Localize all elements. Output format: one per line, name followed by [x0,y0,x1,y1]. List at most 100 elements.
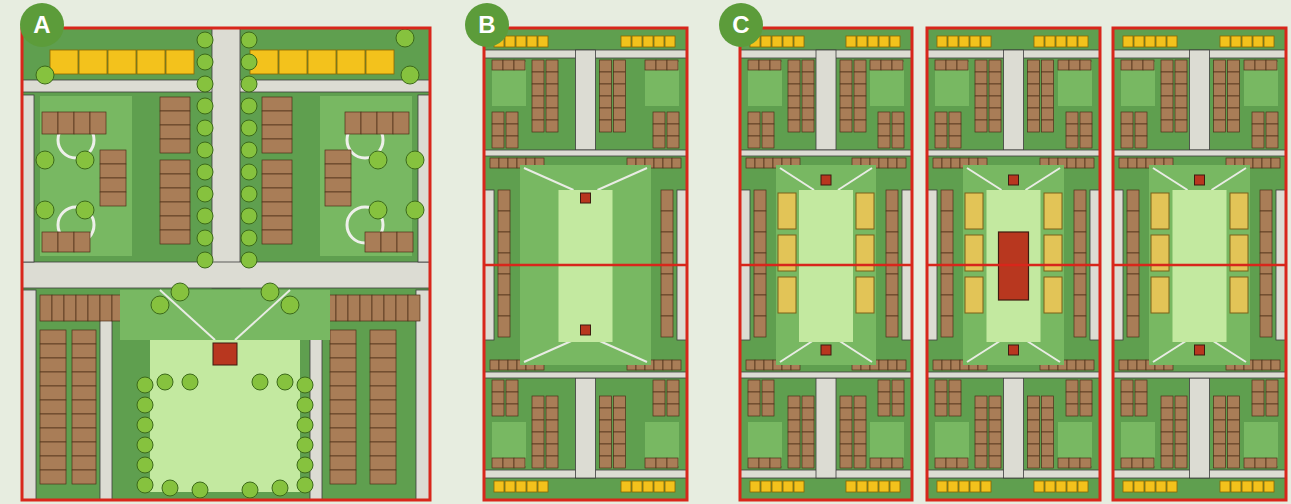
row-house [1121,124,1133,136]
row-house [1137,360,1146,370]
row-house [949,124,961,136]
yellow-house [505,36,515,47]
tree [297,377,313,393]
row-house [1028,432,1040,444]
road [576,50,596,150]
yellow-house [527,36,537,47]
row-house [975,84,987,96]
row-house [656,458,667,468]
row-house [499,158,508,168]
row-house [788,456,800,468]
tree [297,417,313,433]
villa [778,277,796,313]
yellow-house [879,36,889,47]
row-house [1175,120,1187,132]
road [816,378,836,478]
row-house [748,458,759,468]
row-house [667,380,679,392]
row-house [1260,274,1272,295]
row-house [370,372,396,386]
row-house [754,274,766,295]
tree [241,164,257,180]
row-house [788,432,800,444]
row-house [1121,60,1132,70]
row-house [892,458,903,468]
row-house [262,174,292,188]
row-house [975,408,987,420]
row-house [614,420,626,432]
row-house [854,60,866,72]
row-house [1121,112,1133,124]
row-house [1076,158,1085,168]
tree [137,477,153,493]
row-house [348,295,360,321]
row-house [1121,136,1133,148]
row-house [72,358,96,372]
row-house [1244,458,1255,468]
path [838,340,872,362]
row-house [886,274,898,295]
row-house [492,112,504,124]
path [780,168,814,190]
row-house [72,442,96,456]
yellow-house [783,36,793,47]
yellow-house [1231,481,1241,492]
path [1153,168,1188,190]
row-house [72,386,96,400]
tree [241,76,257,92]
row-house [1175,84,1187,96]
yellow-house [1145,481,1155,492]
row-house [614,456,626,468]
row-house [614,396,626,408]
row-house [854,120,866,132]
path [1212,168,1247,190]
yellow-house [1045,481,1055,492]
row-house [1028,408,1040,420]
path [524,168,574,190]
row-house [667,458,678,468]
yellow-house [846,36,856,47]
row-house [840,120,852,132]
yellow-house [50,50,78,74]
tree [76,151,94,169]
row-house [933,158,942,168]
row-house [40,372,66,386]
villa [1230,277,1248,313]
tree [197,142,213,158]
row-house [498,274,510,295]
row-house [1143,60,1154,70]
row-house [886,253,898,274]
row-house [788,84,800,96]
row-house [879,158,888,168]
road [1113,372,1286,378]
tree [241,120,257,136]
row-house [881,458,892,468]
road [816,50,836,150]
row-house [754,190,766,211]
row-house [653,136,665,148]
tree [241,252,257,268]
path [598,168,648,190]
road [22,95,34,262]
row-house [1121,404,1133,416]
row-house [1028,72,1040,84]
row-house [160,160,190,174]
row-house [1214,96,1226,108]
row-house [503,60,514,70]
divider-line [740,264,912,267]
row-house [1260,295,1272,316]
row-house [1266,112,1278,124]
row-house [330,428,356,442]
row-house [100,295,112,321]
row-house [754,232,766,253]
row-house [1066,380,1078,392]
tree [162,480,178,496]
tree [297,437,313,453]
row-house [989,84,1001,96]
row-house [499,360,508,370]
row-house [370,400,396,414]
row-house [52,295,64,321]
row-house [600,408,612,420]
row-house [1244,60,1255,70]
row-house [754,295,766,316]
